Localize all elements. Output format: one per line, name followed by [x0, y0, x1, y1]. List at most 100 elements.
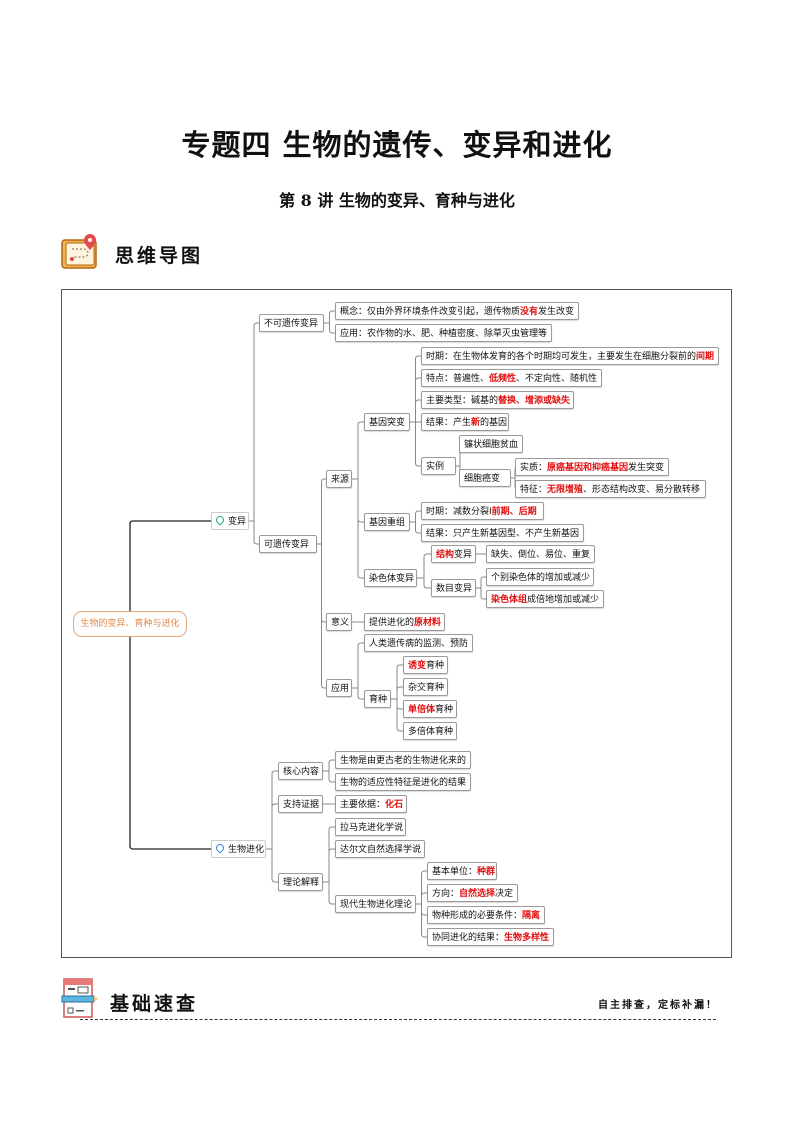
mindmap-node-ly: 来源	[326, 470, 352, 488]
mindmap-node-bkyc: 不可遗传变异	[259, 314, 324, 332]
mindmap-node-qs: 缺失、倒位、易位、重复	[486, 545, 595, 563]
location-pin-icon	[214, 514, 226, 526]
node-text: 基因重组	[369, 518, 406, 528]
basics-section-label: 基础速查	[110, 993, 199, 1015]
highlight-text: 新	[471, 418, 481, 428]
node-text: 基本单位：	[432, 867, 478, 877]
node-text: 育种	[369, 695, 388, 705]
mindmap-node-jb: 基本单位：种群	[427, 862, 497, 880]
node-text: 生物的适应性特征是进化的结果	[340, 778, 467, 788]
node-text: 实质：	[520, 463, 548, 473]
node-text: 主要依据：	[340, 800, 386, 810]
page-title: 专题四 生物的遗传、变异和进化	[181, 128, 613, 162]
node-text: 成倍地增加或减少	[527, 595, 600, 605]
mindmap-node-jg1: 结果：产生新的基因	[421, 413, 509, 431]
highlight-text: 单倍体	[408, 705, 436, 715]
mindmap-node-sz: 实质：原癌基因和抑癌基因发生突变	[515, 458, 669, 476]
highlight-text: 间期	[696, 352, 715, 362]
mindmap-node-lx: 主要类型：碱基的替换、增添或缺失	[421, 391, 574, 409]
node-text: 不可遗传变异	[264, 319, 319, 329]
highlight-text: 前期、后期	[491, 507, 537, 517]
node-text: 现代生物进化理论	[340, 900, 413, 910]
node-text: 发生改变	[538, 307, 575, 317]
node-text: 变异	[228, 517, 247, 527]
node-text: 细胞癌变	[464, 474, 501, 484]
mindmap-node-fx: 方向：自然选择决定	[427, 884, 518, 902]
node-text: 变异	[454, 550, 473, 560]
mindmap-node-kyc: 可遗传变异	[259, 535, 317, 553]
node-text: 主要类型：碱基的	[426, 396, 499, 406]
mindmap-node-tg: 提供进化的原材料	[364, 613, 445, 631]
node-text: 结果：只产生新基因型、不产生新基因	[426, 529, 580, 539]
mindmap-node-yy1: 应用：农作物的水、肥、种植密度、除草灭虫管理等	[335, 324, 552, 342]
mindmap-node-yiyi: 意义	[326, 613, 352, 631]
node-text: 个别染色体的增加或减少	[491, 573, 591, 583]
mindmap-node-tz: 特征：无限增殖、形态结构改变、易分散转移	[515, 480, 706, 498]
mindmap-node-root: 生物的变异、育种与进化	[73, 611, 187, 637]
node-text: 育种	[426, 661, 445, 671]
map-scroll-icon	[61, 234, 97, 269]
highlight-text: 结构	[436, 550, 455, 560]
mindmap-node-yz: 育种	[364, 690, 391, 708]
node-text: 决定	[495, 889, 514, 899]
section-divider	[80, 1019, 716, 1020]
mindmap-node-dbt: 单倍体育种	[403, 700, 457, 718]
mindmap-node-yy2: 应用	[326, 679, 352, 697]
mindmap-node-gb: 个别染色体的增加或减少	[486, 568, 594, 586]
node-text: 育种	[435, 705, 454, 715]
node-text: 、不定向性、随机性	[516, 374, 598, 384]
node-text: 理论解释	[283, 878, 320, 888]
mindmap-node-gn: 概念：仅由外界环境条件改变引起，遗传物质没有发生改变	[335, 302, 579, 320]
mindmap-node-xbab: 细胞癌变	[459, 469, 511, 487]
highlight-text: 原材料	[414, 618, 442, 628]
mindmap-node-lmk: 拉马克进化学说	[335, 818, 406, 836]
mindmap-node-sq1: 时期：在生物体发育的各个时期均可发生，主要发生在细胞分裂前的间期	[421, 347, 719, 365]
node-text: 概念：仅由外界环境条件改变引起，遗传物质	[340, 307, 521, 317]
node-text: 物种形成的必要条件：	[432, 911, 523, 921]
node-text: 提供进化的	[369, 618, 415, 628]
mindmap-node-ll: 理论解释	[278, 873, 323, 891]
highlight-text: 原癌基因和抑癌基因	[547, 463, 629, 473]
highlight-text: 生物多样性	[504, 933, 550, 943]
node-text: 拉马克进化学说	[340, 823, 404, 833]
mindmap-node-sq2: 时期：减数分裂Ⅰ前期、后期	[421, 502, 544, 520]
mindmap-node-hx1: 生物是由更古老的生物进化来的	[335, 751, 471, 769]
mindmap-node-zc: 支持证据	[278, 795, 323, 813]
node-text: 生物的变异、育种与进化	[80, 619, 180, 629]
node-text: 人类遗传病的监测、预防	[369, 639, 469, 649]
node-text: 时期：在生物体发育的各个时期均可发生，主要发生在细胞分裂前的	[426, 352, 697, 362]
mindmap-node-swjh: 生物进化	[211, 840, 266, 858]
highlight-text: 种群	[477, 867, 496, 877]
node-text: 时期：减数分裂Ⅰ	[426, 507, 492, 517]
node-text: 应用	[331, 684, 350, 694]
highlight-text: 无限增殖	[547, 485, 584, 495]
mindmap-node-smby: 数目变异	[431, 579, 476, 597]
mindmap-node-zj: 杂交育种	[403, 678, 448, 696]
mindmap-node-by: 变异	[211, 512, 249, 530]
mindmap-node-zy: 主要依据：化石	[335, 795, 407, 813]
highlight-text: 替换、增添或缺失	[498, 396, 571, 406]
mindmap-node-dew: 达尔文自然选择学说	[335, 840, 425, 858]
highlight-text: 没有	[520, 307, 539, 317]
node-text: 的基因	[480, 418, 508, 428]
node-text: 杂交育种	[408, 683, 445, 693]
mindmap-node-rst: 染色体变异	[364, 569, 417, 587]
mindmap-node-lz: 镰状细胞贫血	[459, 435, 523, 453]
mindmap-node-xd: 现代生物进化理论	[335, 895, 416, 913]
node-text: 意义	[331, 618, 350, 628]
mindmap-node-jgby: 结构变异	[431, 545, 476, 563]
node-text: 协同进化的结果：	[432, 933, 505, 943]
highlight-text: 化石	[385, 800, 404, 810]
mindmap-node-rstz: 染色体组成倍地增加或减少	[486, 590, 604, 608]
basics-note: 自主排查，定标补漏！	[598, 1000, 718, 1011]
mindmap-node-dbt2: 多倍体育种	[403, 722, 457, 740]
mindmap-node-wz: 物种形成的必要条件：隔离	[427, 906, 545, 924]
mindmap-node-jycz: 基因重组	[364, 513, 410, 531]
mindmap-node-sl: 实例	[421, 457, 456, 475]
node-text: 缺失、倒位、易位、重复	[491, 550, 591, 560]
mindmap-node-yb: 诱变育种	[403, 656, 448, 674]
node-text: 应用：农作物的水、肥、种植密度、除草灭虫管理等	[340, 329, 548, 339]
node-text: 染色体变异	[369, 574, 415, 584]
node-text: 核心内容	[283, 767, 320, 777]
node-text: 基因突变	[369, 418, 406, 428]
